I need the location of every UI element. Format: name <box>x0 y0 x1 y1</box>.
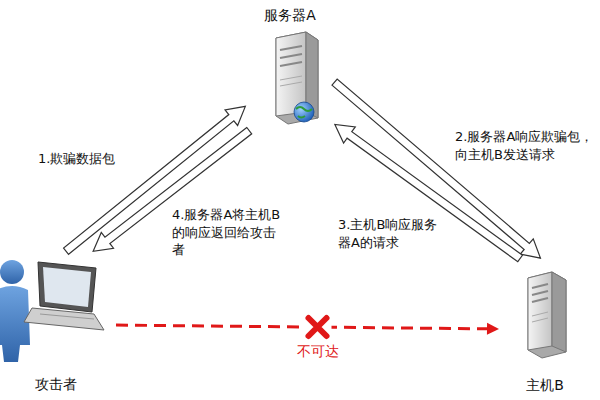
edge-label: 3.主机B响应服务器A的请求 <box>338 216 442 251</box>
edge-label: 不可达 <box>283 342 353 361</box>
server-icon <box>528 272 566 358</box>
node-label: 攻击者 <box>2 376 110 393</box>
edge-label: 2.服务器A响应欺骗包，向主机B发送请求 <box>455 128 595 163</box>
attacker-node: 攻击者 <box>2 255 110 395</box>
response-arrow <box>335 124 523 261</box>
node-label: 服务器A <box>250 7 330 24</box>
attacker-icon <box>0 260 104 362</box>
cross-ground <box>304 313 332 341</box>
host-node: 主机B <box>505 262 585 396</box>
request-arrow <box>332 79 540 258</box>
blocked-cross <box>309 318 327 336</box>
arrowhead <box>487 323 499 335</box>
node-label: 主机B <box>505 377 585 394</box>
server-icon <box>276 32 318 124</box>
edge-label: 1.欺骗数据包 <box>38 150 148 168</box>
unreachable-line <box>116 325 487 329</box>
server-node: 服务器A <box>250 5 330 127</box>
edge-label: 4.服务器A将主机B的响应返回给攻击者 <box>172 206 284 259</box>
